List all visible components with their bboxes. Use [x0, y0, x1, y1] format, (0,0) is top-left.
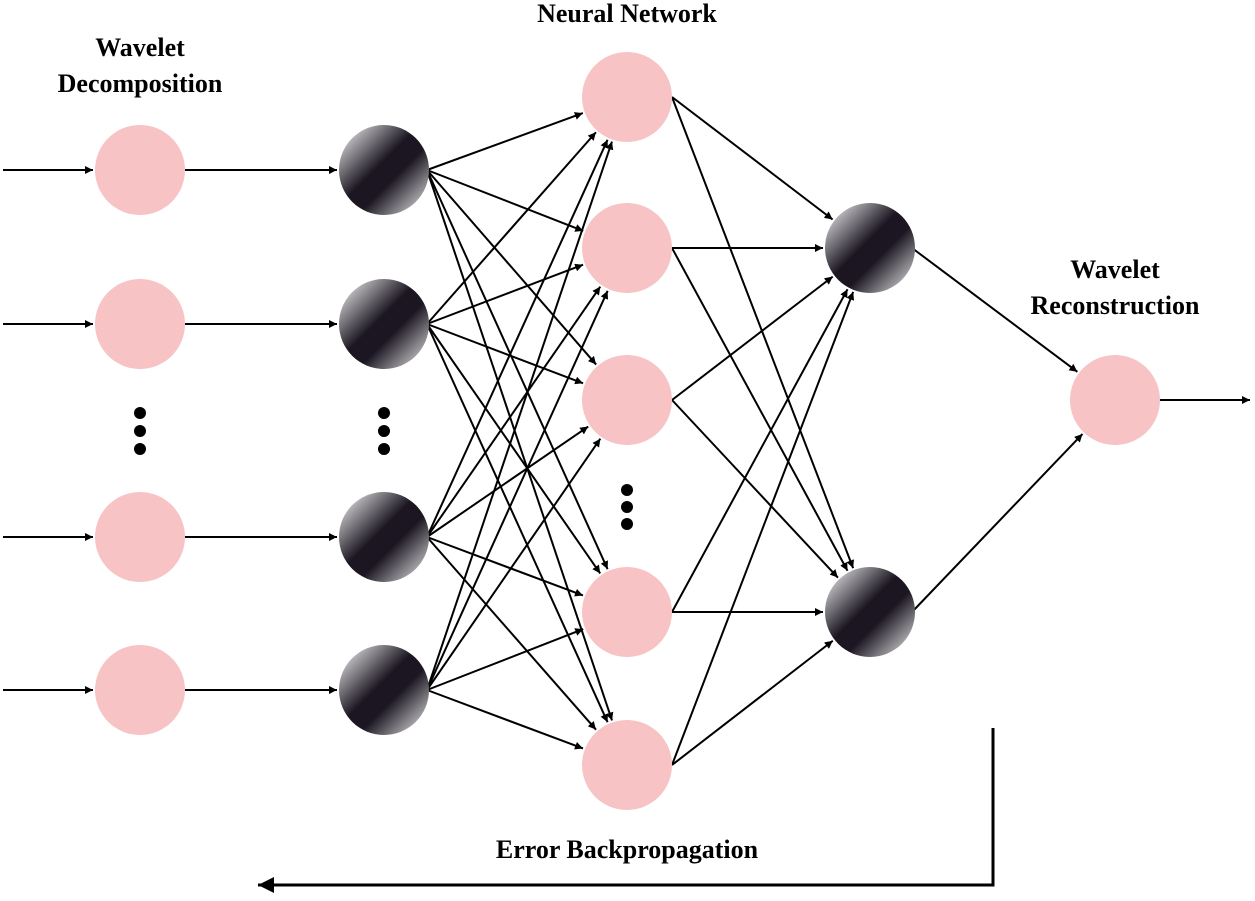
error-backpropagation-label: Error Backpropagation — [496, 835, 759, 864]
hidden-connection-arrow — [426, 169, 597, 366]
hidden-node — [582, 567, 672, 657]
wavelet-decomposition-label-line1: Wavelet — [95, 33, 185, 62]
output-connection-arrow — [671, 399, 839, 579]
hidden-connection-arrow — [426, 438, 602, 691]
output-connection-arrow — [671, 96, 834, 221]
hidden-connection-arrow — [426, 628, 584, 691]
ellipsis-icon-dot — [134, 425, 146, 437]
reconstruction-arrow — [911, 433, 1084, 613]
output-connection-arrow — [671, 275, 834, 401]
ellipsis-icon-dot — [621, 484, 633, 496]
hidden-connection-arrow — [426, 169, 584, 232]
hidden-connection-arrow — [426, 425, 589, 538]
input-node — [95, 492, 185, 582]
output-connection-arrow — [671, 639, 834, 766]
hidden-connection-arrow — [426, 169, 609, 570]
ellipsis-icon-dot — [378, 407, 390, 419]
hidden-connection-arrow — [426, 263, 584, 325]
hidden-connection-arrow — [426, 141, 614, 691]
hidden-connection-arrow — [426, 536, 584, 597]
input-node — [95, 125, 185, 215]
hidden-connection-arrow — [426, 323, 584, 385]
hidden-connection-arrow — [426, 139, 609, 538]
hidden-node — [582, 355, 672, 445]
hidden-connection-arrow — [426, 286, 602, 538]
wavelet-node — [339, 125, 429, 215]
hidden-connection-arrow — [426, 131, 597, 325]
ellipsis-icons — [134, 407, 633, 530]
ellipsis-icon-dot — [134, 443, 146, 455]
hidden-node — [582, 720, 672, 810]
output-connection-arrow — [671, 247, 849, 572]
hidden-connection-arrow — [426, 323, 602, 574]
reconstruction-node — [1070, 355, 1160, 445]
wavelet-decomposition-label-line2: Decomposition — [58, 69, 223, 98]
nodes — [95, 52, 1160, 810]
hidden-node — [582, 52, 672, 142]
error-backpropagation-arrow — [258, 728, 995, 893]
wavelet-node — [339, 645, 429, 735]
output-connection-arrow — [671, 96, 855, 569]
hidden-connection-arrow — [426, 112, 584, 171]
output-connection-arrow — [671, 291, 855, 766]
connection-lines — [3, 96, 1250, 766]
hidden-connection-arrow — [426, 536, 597, 731]
ellipsis-icon-dot — [378, 425, 390, 437]
ellipsis-icon-dot — [621, 518, 633, 530]
input-node — [95, 279, 185, 369]
hidden-node — [582, 203, 672, 293]
wavelet-reconstruction-label-line1: Wavelet — [1070, 255, 1160, 284]
output-wavelet-node — [825, 203, 915, 293]
ellipsis-icon-dot — [621, 501, 633, 513]
wavelet-node — [339, 492, 429, 582]
input-node — [95, 645, 185, 735]
wavelet-node — [339, 279, 429, 369]
neural-network-label: Neural Network — [537, 0, 717, 28]
ellipsis-icon-dot — [378, 443, 390, 455]
hidden-connection-arrow — [426, 689, 584, 750]
wavelet-reconstruction-label-line2: Reconstruction — [1031, 291, 1201, 320]
hidden-connection-arrow — [426, 290, 609, 691]
output-wavelet-node — [825, 567, 915, 657]
output-connection-arrow — [671, 288, 849, 613]
ellipsis-icon-dot — [134, 407, 146, 419]
hidden-connection-arrow — [426, 323, 609, 723]
reconstruction-arrow — [911, 247, 1078, 373]
